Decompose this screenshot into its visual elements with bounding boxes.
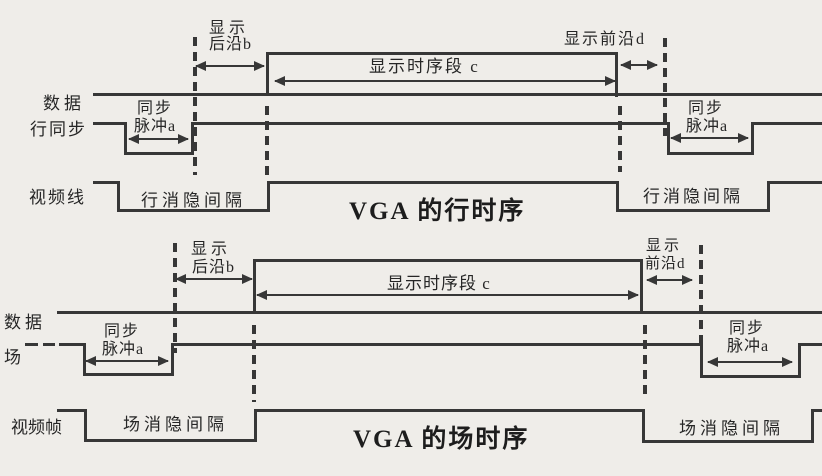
bottom-frame-high3: [811, 409, 822, 412]
bottom-label-sync-pulse-left-line1: 同步: [104, 323, 141, 340]
top-label-back-porch-line1: 显示: [209, 20, 250, 37]
top-hsync-rise2: [751, 122, 754, 155]
bottom-arrow-sync-pulse-a-right: [707, 357, 793, 367]
bottom-vsync-high3: [798, 343, 822, 346]
bottom-dashed-frontporch-end: [699, 245, 703, 345]
top-hsync-high2: [191, 122, 670, 125]
top-title: VGA 的行时序: [349, 198, 526, 225]
bottom-dashed-display-end: [643, 325, 647, 400]
bottom-label-sync-pulse-right-line1: 同步: [729, 320, 766, 337]
top-label-blanking-left: 行消隐间隔: [141, 191, 246, 210]
bottom-frame-fall1: [84, 409, 87, 442]
bottom-data-box-left-edge: [253, 259, 256, 311]
bottom-arrow-back-porch-b: [175, 274, 253, 284]
bottom-frame-rise2: [811, 409, 814, 443]
bottom-label-blanking-right: 场消隐间隔: [679, 419, 784, 438]
bottom-dashed-sync-end: [173, 243, 177, 353]
bottom-dashed-display-start: [252, 325, 256, 402]
top-hsync-rise1: [191, 122, 194, 155]
bottom-vsync-high2: [171, 343, 703, 346]
top-dashed-display-start: [265, 106, 269, 178]
top-label-front-porch-d: 显示前沿d: [564, 31, 647, 48]
bottom-label-front-porch-line2: 前沿d: [645, 256, 686, 272]
bottom-vsync-fall2: [700, 343, 703, 378]
top-video-high1: [93, 181, 120, 184]
bottom-vsync-lead-dash1: [25, 343, 38, 346]
bottom-arrow-sync-pulse-a-left: [85, 356, 169, 366]
top-arrow-sync-pulse-a-left: [128, 134, 189, 144]
top-hsync-low1: [124, 152, 194, 155]
top-video-rise2: [767, 181, 770, 212]
top-video-high2: [267, 181, 619, 184]
top-video-fall2: [616, 181, 619, 212]
bottom-data-baseline: [57, 311, 822, 314]
top-label-back-porch-line2: 后沿b: [209, 36, 253, 53]
top-video-high3: [767, 181, 822, 184]
bottom-vsync-high1: [59, 343, 86, 346]
top-data-box-left-edge: [266, 52, 269, 96]
bottom-row-label-field: 场: [4, 348, 21, 367]
bottom-label-display-segment-c: 显示时序段 c: [387, 274, 491, 293]
bottom-arrow-display-segment-c: [256, 290, 639, 300]
top-hsync-fall2: [667, 122, 670, 155]
top-label-display-segment-c: 显示时序段 c: [369, 57, 480, 76]
top-label-sync-pulse-right-line1: 同步: [688, 100, 725, 117]
top-hsync-low2: [667, 152, 754, 155]
top-label-sync-pulse-left-line2: 脉冲a: [134, 118, 177, 135]
top-hsync-high3: [751, 122, 822, 125]
top-data-box-top: [266, 52, 618, 55]
bottom-label-blanking-left: 场消隐间隔: [123, 415, 228, 434]
bottom-vsync-rise2: [798, 343, 801, 378]
top-video-rise1: [267, 181, 270, 212]
top-video-fall1: [117, 181, 120, 212]
bottom-label-back-porch-line2: 后沿b: [192, 259, 236, 276]
bottom-frame-fall2: [642, 409, 645, 443]
bottom-title: VGA 的场时序: [353, 426, 530, 453]
top-row-label-video-line: 视频线: [29, 188, 86, 207]
bottom-label-sync-pulse-left-line2: 脉冲a: [102, 341, 145, 358]
bottom-row-label-video-frame: 视频帧: [11, 418, 62, 437]
bottom-data-box-right-edge: [640, 259, 643, 311]
top-row-label-data: 数据: [43, 94, 85, 113]
top-label-sync-pulse-right-line2: 脉冲a: [686, 118, 729, 135]
bottom-vsync-low2: [700, 375, 801, 378]
bottom-frame-low1: [84, 439, 257, 442]
top-label-blanking-right: 行消隐间隔: [643, 187, 743, 206]
top-data-baseline: [93, 93, 822, 96]
bottom-label-sync-pulse-right-line2: 脉冲a: [727, 338, 770, 355]
top-hsync-fall1: [124, 122, 127, 155]
top-label-sync-pulse-left-line1: 同步: [137, 100, 174, 117]
bottom-row-label-data: 数据: [4, 313, 46, 332]
top-data-box-right-edge: [615, 52, 618, 97]
top-dashed-frontporch-end: [663, 38, 667, 136]
bottom-frame-high1: [57, 409, 87, 412]
bottom-vsync-low1: [83, 373, 174, 376]
top-dashed-display-end: [618, 106, 622, 172]
top-hsync-high1: [93, 122, 127, 125]
bottom-frame-high2: [254, 409, 645, 412]
bottom-vsync-lead-dash2: [43, 343, 55, 346]
bottom-label-back-porch-line1: 显示: [191, 241, 232, 258]
bottom-frame-rise1: [254, 409, 257, 442]
top-arrow-back-porch-b: [195, 61, 265, 71]
bottom-data-box-top: [253, 259, 643, 262]
bottom-frame-low2: [642, 440, 814, 443]
top-arrow-display-segment-c: [274, 76, 616, 86]
top-dashed-sync-end: [193, 37, 197, 175]
bottom-vsync-rise1: [171, 343, 174, 376]
top-video-low2: [616, 209, 770, 212]
bottom-label-front-porch-line1: 显示: [646, 238, 683, 254]
top-video-low1: [117, 209, 270, 212]
top-row-label-hsync: 行同步: [30, 120, 87, 139]
bottom-arrow-front-porch-d: [646, 275, 693, 285]
bottom-vsync-fall1: [83, 343, 86, 376]
top-arrow-sync-pulse-a-right: [670, 133, 749, 143]
top-arrow-front-porch-d: [620, 60, 658, 70]
